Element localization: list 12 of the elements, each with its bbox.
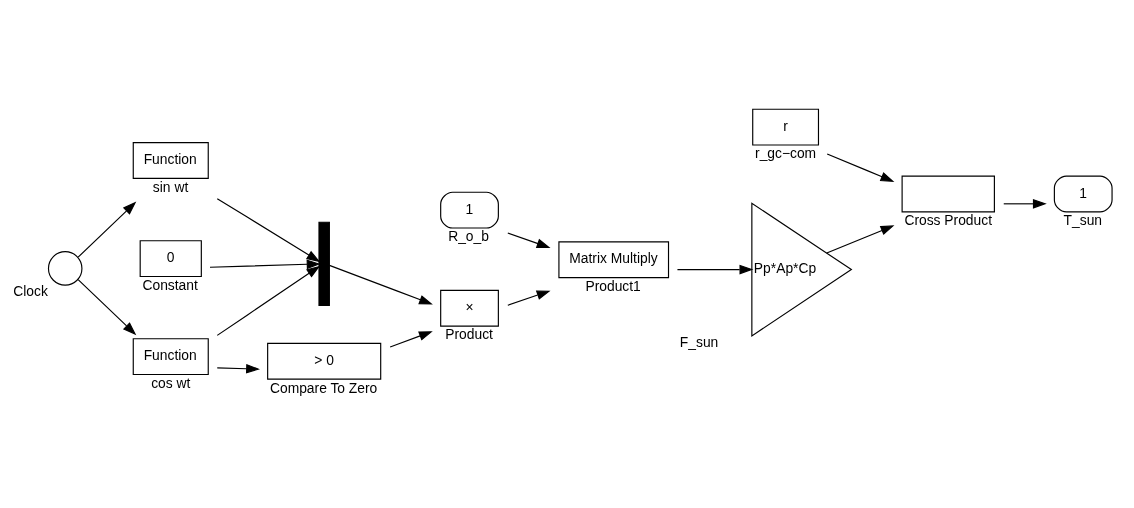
node-label: Compare To Zero xyxy=(269,379,378,396)
node-label: Product xyxy=(445,326,493,343)
node-label: r_gc−com xyxy=(755,145,817,162)
node-label: F_sun xyxy=(679,333,719,350)
node-label: R_o_b xyxy=(448,228,489,245)
node-label: T_sun xyxy=(1063,212,1103,229)
node-label: sin wt xyxy=(152,178,189,195)
node-label: Clock xyxy=(13,283,48,300)
node-label: Cross Product xyxy=(904,212,993,229)
node-label: Constant xyxy=(142,276,198,293)
node-label: Product1 xyxy=(585,278,641,295)
node-label: cos wt xyxy=(151,374,191,391)
